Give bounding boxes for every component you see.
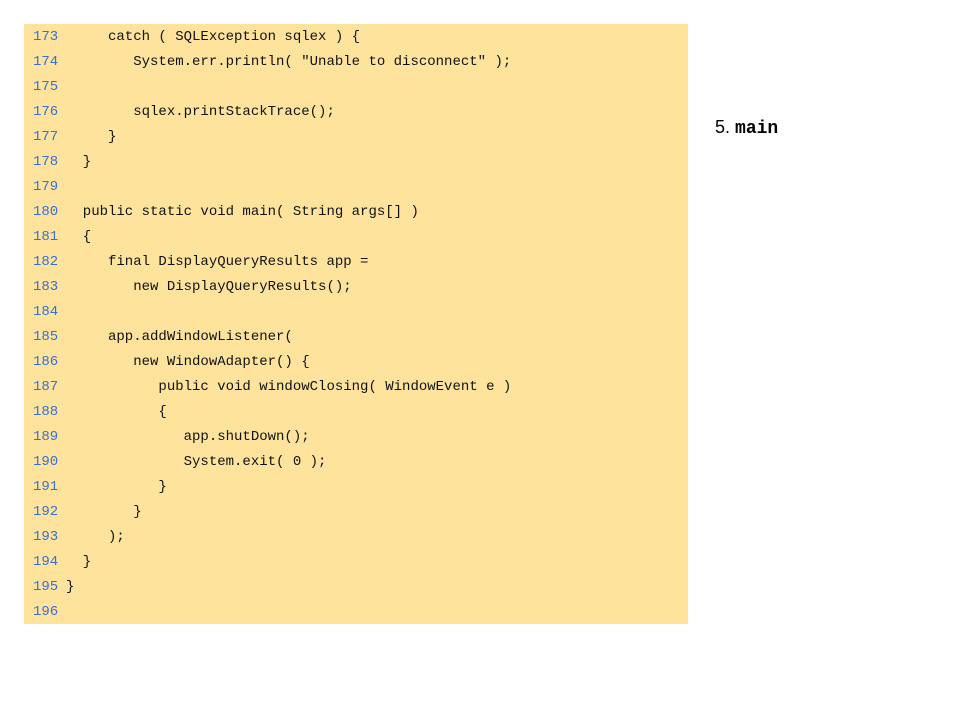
line-code: } bbox=[66, 479, 167, 495]
code-line: 183 new DisplayQueryResults(); bbox=[24, 275, 688, 300]
line-number: 177 bbox=[33, 129, 59, 145]
line-code: } bbox=[66, 554, 92, 570]
code-line: 175 bbox=[24, 75, 688, 100]
code-line: 177 } bbox=[24, 125, 688, 150]
code-line: 178 } bbox=[24, 150, 688, 175]
code-line: 195} bbox=[24, 575, 688, 600]
code-line: 185 app.addWindowListener( bbox=[24, 325, 688, 350]
line-code: System.err.println( "Unable to disconnec… bbox=[66, 54, 512, 70]
line-number: 185 bbox=[33, 329, 59, 345]
code-line: 192 } bbox=[24, 500, 688, 525]
section-caption: 5. main bbox=[715, 117, 778, 139]
line-number: 182 bbox=[33, 254, 59, 270]
code-line: 190 System.exit( 0 ); bbox=[24, 450, 688, 475]
line-code: } bbox=[66, 154, 92, 170]
line-code: catch ( SQLException sqlex ) { bbox=[66, 29, 361, 45]
line-number: 189 bbox=[33, 429, 59, 445]
line-number: 183 bbox=[33, 279, 59, 295]
code-line: 189 app.shutDown(); bbox=[24, 425, 688, 450]
caption-label: main bbox=[735, 119, 779, 139]
line-number: 176 bbox=[33, 104, 59, 120]
line-number: 175 bbox=[33, 79, 59, 95]
line-code: public static void main( String args[] ) bbox=[66, 204, 419, 220]
line-number: 190 bbox=[33, 454, 59, 470]
code-line: 196 bbox=[24, 600, 688, 625]
caption-number: 5. bbox=[715, 117, 731, 137]
line-number: 193 bbox=[33, 529, 59, 545]
line-code: { bbox=[66, 229, 92, 245]
code-line: 182 final DisplayQueryResults app = bbox=[24, 250, 688, 275]
line-number: 187 bbox=[33, 379, 59, 395]
code-line: 179 bbox=[24, 175, 688, 200]
line-number: 186 bbox=[33, 354, 59, 370]
line-number: 181 bbox=[33, 229, 59, 245]
line-number: 174 bbox=[33, 54, 59, 70]
code-line: 176 sqlex.printStackTrace(); bbox=[24, 100, 688, 125]
line-number: 180 bbox=[33, 204, 59, 220]
line-code: final DisplayQueryResults app = bbox=[66, 254, 369, 270]
line-number: 191 bbox=[33, 479, 59, 495]
line-number: 179 bbox=[33, 179, 59, 195]
line-code: { bbox=[66, 404, 167, 420]
code-line: 194 } bbox=[24, 550, 688, 575]
line-code: new WindowAdapter() { bbox=[66, 354, 310, 370]
line-number: 184 bbox=[33, 304, 59, 320]
line-number: 195 bbox=[33, 579, 59, 595]
code-line: 180 public static void main( String args… bbox=[24, 200, 688, 225]
code-line: 191 } bbox=[24, 475, 688, 500]
line-code: } bbox=[66, 579, 75, 595]
line-code: System.exit( 0 ); bbox=[66, 454, 327, 470]
line-code: new DisplayQueryResults(); bbox=[66, 279, 352, 295]
line-number: 188 bbox=[33, 404, 59, 420]
line-code: public void windowClosing( WindowEvent e… bbox=[66, 379, 512, 395]
line-number: 194 bbox=[33, 554, 59, 570]
line-code: app.shutDown(); bbox=[66, 429, 310, 445]
line-number: 178 bbox=[33, 154, 59, 170]
line-number: 192 bbox=[33, 504, 59, 520]
code-line: 187 public void windowClosing( WindowEve… bbox=[24, 375, 688, 400]
line-number: 173 bbox=[33, 29, 59, 45]
code-line: 181 { bbox=[24, 225, 688, 250]
code-line: 186 new WindowAdapter() { bbox=[24, 350, 688, 375]
code-line: 188 { bbox=[24, 400, 688, 425]
line-number: 196 bbox=[33, 604, 59, 620]
line-code: } bbox=[66, 129, 117, 145]
code-listing: 173 catch ( SQLException sqlex ) {174 Sy… bbox=[24, 24, 688, 624]
code-line: 184 bbox=[24, 300, 688, 325]
line-code: sqlex.printStackTrace(); bbox=[66, 104, 335, 120]
line-code: } bbox=[66, 504, 142, 520]
code-line: 173 catch ( SQLException sqlex ) { bbox=[24, 25, 688, 50]
line-code: app.addWindowListener( bbox=[66, 329, 293, 345]
code-line: 193 ); bbox=[24, 525, 688, 550]
line-code: ); bbox=[66, 529, 125, 545]
code-line: 174 System.err.println( "Unable to disco… bbox=[24, 50, 688, 75]
